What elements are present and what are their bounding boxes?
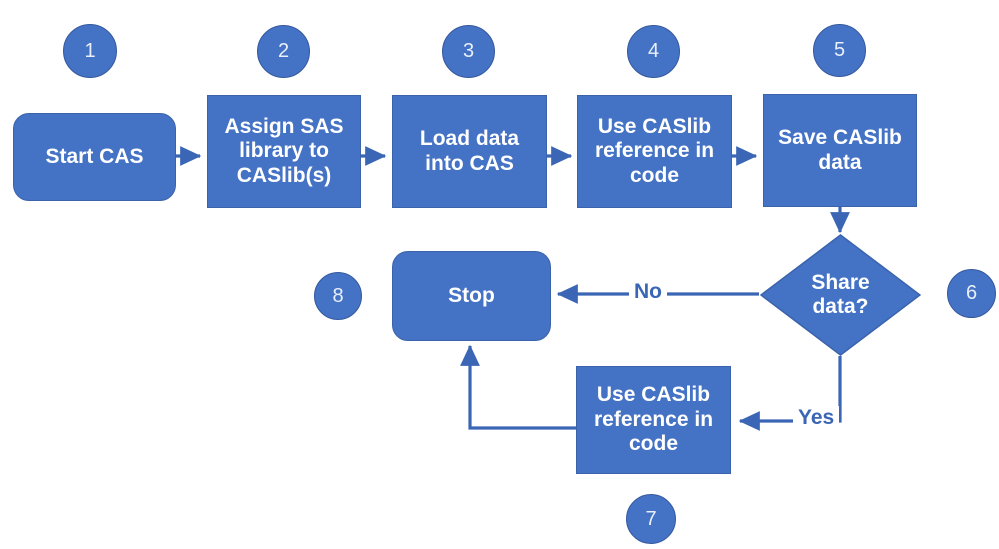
node-use-caslib-reference-bottom-label: Use CASlib reference in code — [593, 383, 714, 456]
node-assign-sas-library[interactable]: Assign SAS library to CASlib(s) — [207, 95, 361, 208]
node-stop-label: Stop — [448, 283, 495, 307]
step-badge-7-label: 7 — [645, 507, 657, 530]
node-start-cas[interactable]: Start CAS — [13, 113, 176, 201]
step-badge-8: 8 — [314, 272, 362, 320]
node-stop[interactable]: Stop — [392, 251, 551, 341]
edge-label-no: No — [629, 280, 667, 304]
node-assign-sas-library-label: Assign SAS library to CASlib(s) — [224, 114, 344, 187]
node-use-caslib-reference-bottom[interactable]: Use CASlib reference in code — [576, 366, 731, 474]
node-load-data-into-cas-label: Load data into CAS — [419, 127, 520, 175]
node-share-data-decision-label: Share data? — [811, 270, 870, 318]
step-badge-5: 5 — [813, 24, 866, 77]
diamond-shape — [760, 234, 921, 356]
edge-label-yes: Yes — [793, 406, 840, 430]
step-badge-3-label: 3 — [462, 40, 475, 62]
node-load-data-into-cas[interactable]: Load data into CAS — [392, 95, 547, 208]
step-badge-4-label: 4 — [647, 40, 660, 62]
node-share-data-decision[interactable]: Share data? — [760, 234, 921, 356]
node-save-caslib-data-label: Save CASlib data — [778, 126, 902, 174]
step-badge-5-label: 5 — [833, 39, 846, 61]
step-badge-1: 1 — [63, 24, 117, 78]
step-badge-6-label: 6 — [965, 282, 978, 304]
step-badge-3: 3 — [442, 25, 495, 78]
step-badge-6: 6 — [947, 269, 996, 318]
step-badge-2-label: 2 — [277, 40, 290, 62]
step-badge-7: 7 — [626, 494, 676, 544]
step-badge-1-label: 1 — [84, 39, 96, 62]
step-badge-4: 4 — [627, 25, 680, 78]
node-use-caslib-reference-top-label: Use CASlib reference in code — [594, 114, 715, 187]
step-badge-2: 2 — [257, 25, 310, 78]
node-start-cas-label: Start CAS — [45, 144, 144, 168]
node-use-caslib-reference-top[interactable]: Use CASlib reference in code — [577, 95, 732, 208]
node-save-caslib-data[interactable]: Save CASlib data — [763, 94, 917, 207]
connector-7-to-8 — [460, 344, 576, 430]
step-badge-8-label: 8 — [332, 284, 344, 307]
